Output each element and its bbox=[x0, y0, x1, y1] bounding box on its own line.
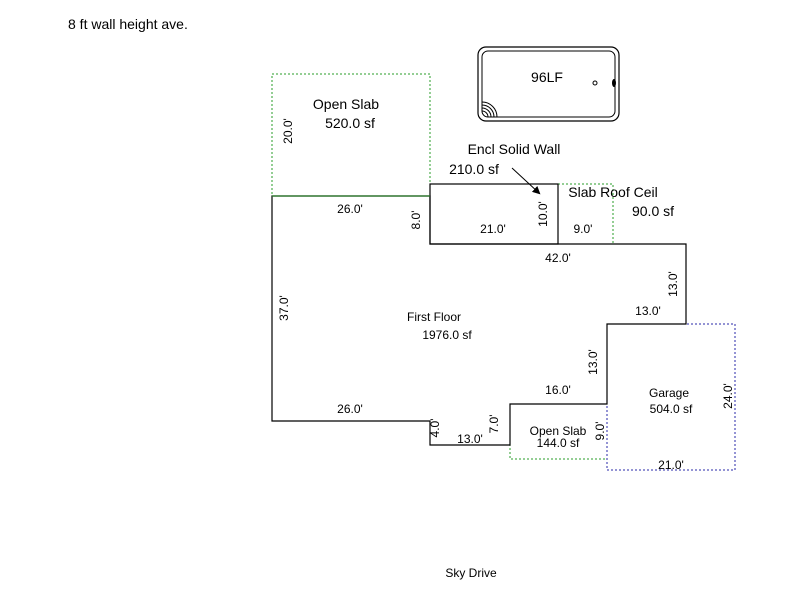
dim-ff-bottom-left: 26.0' bbox=[337, 402, 363, 416]
encl-solid-wall-area: 210.0 sf bbox=[449, 161, 499, 177]
dim-ff-bottom-drop: 4.0' bbox=[428, 419, 442, 438]
dim-top-slab-side: 20.0' bbox=[281, 118, 295, 144]
dim-encl-width: 21.0' bbox=[480, 222, 506, 236]
dim-ff-bottom-mid: 13.0' bbox=[457, 432, 483, 446]
dim-ff-right-top: 42.0' bbox=[545, 251, 571, 265]
pool-fixture: 96LF bbox=[477, 46, 620, 122]
encl-solid-wall-name: Encl Solid Wall bbox=[468, 141, 561, 157]
dim-ff-left: 37.0' bbox=[277, 295, 291, 321]
open-slab-bottom-area: 144.0 sf bbox=[537, 436, 580, 450]
dim-garage-bottom: 21.0' bbox=[658, 458, 684, 472]
open-slab-top-outline bbox=[271, 73, 431, 197]
encl-pointer-arrow bbox=[511, 167, 541, 195]
wall-height-note: 8 ft wall height ave. bbox=[68, 16, 188, 32]
open-slab-top-area: 520.0 sf bbox=[325, 115, 375, 131]
garage-name: Garage bbox=[649, 386, 689, 400]
open-slab-bottom-name: Open Slab bbox=[530, 424, 587, 438]
street-name: Sky Drive bbox=[445, 566, 497, 580]
dim-ff-garage-side: 13.0' bbox=[586, 349, 600, 375]
pool-label: 96LF bbox=[531, 69, 563, 85]
dim-ff-top-left: 26.0' bbox=[337, 202, 363, 216]
dim-garage-side: 24.0' bbox=[721, 383, 735, 409]
dim-ff-right-drop: 13.0' bbox=[666, 271, 680, 297]
slab-roof-ceil-name: Slab Roof Ceil bbox=[568, 184, 658, 200]
garage-area: 504.0 sf bbox=[650, 402, 693, 416]
dim-encl-height: 10.0' bbox=[536, 201, 550, 227]
first-floor-area: 1976.0 sf bbox=[422, 328, 472, 342]
dim-ff-right-step: 13.0' bbox=[635, 304, 661, 318]
first-floor-name: First Floor bbox=[407, 310, 461, 324]
dim-slab-roof-width: 9.0' bbox=[574, 222, 593, 236]
open-slab-top-name: Open Slab bbox=[313, 96, 379, 112]
dim-ff-bottom-right: 16.0' bbox=[545, 383, 571, 397]
slab-roof-ceil-area: 90.0 sf bbox=[632, 203, 674, 219]
dim-ff-bottom-step: 7.0' bbox=[487, 415, 501, 434]
dim-slab-bottom-side: 9.0' bbox=[593, 422, 607, 441]
first-floor-outline bbox=[271, 195, 687, 446]
dim-ff-step: 8.0' bbox=[409, 211, 423, 230]
